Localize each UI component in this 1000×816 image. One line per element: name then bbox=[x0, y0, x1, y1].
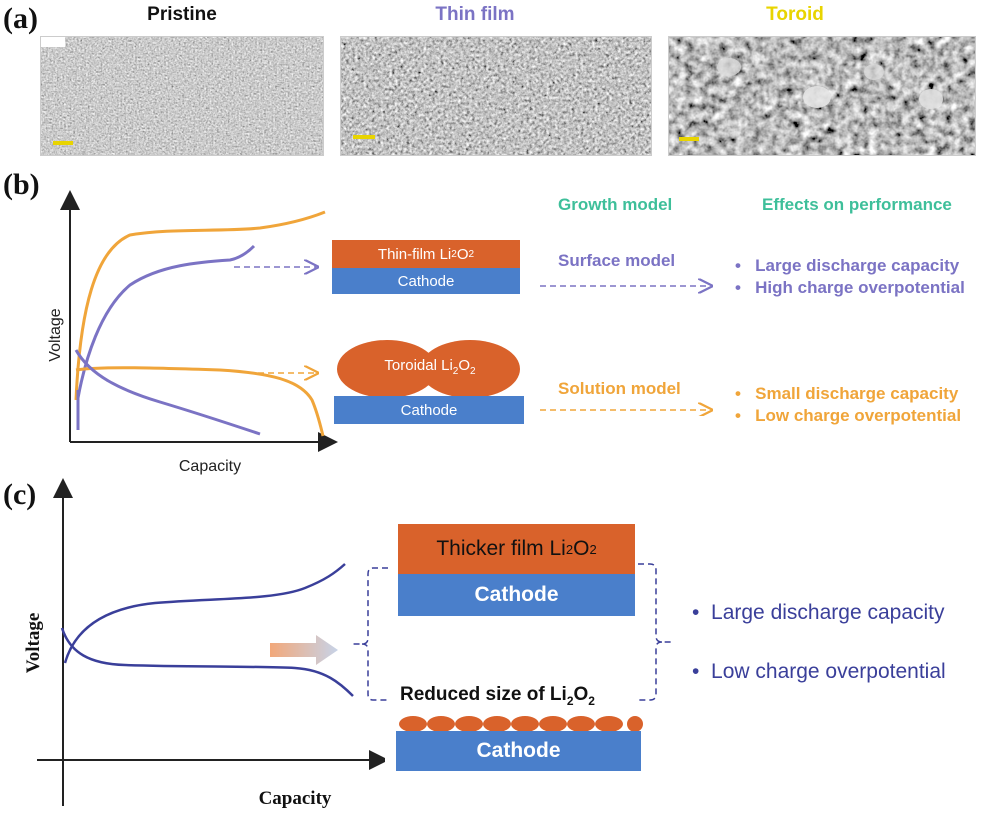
sem-title-pristine: Pristine bbox=[147, 4, 217, 25]
sem-image-toroid bbox=[668, 36, 976, 156]
b-orange-discharge-curve bbox=[75, 366, 325, 437]
b-surface-model: Surface model bbox=[558, 251, 676, 270]
c-charge-curve bbox=[63, 563, 346, 664]
sem-title-thin-film: Thin film bbox=[435, 4, 515, 25]
panel-c-voltage-plot: Voltage Capacity bbox=[23, 478, 385, 809]
c-y-label: Voltage bbox=[23, 613, 44, 674]
b-growth-model-heading: Growth model bbox=[558, 195, 673, 214]
sem-image-pristine bbox=[40, 36, 324, 156]
b-x-label: Capacity bbox=[179, 458, 241, 475]
sem-title-toroid: Toroid bbox=[766, 4, 824, 25]
b-solution-effect-2: • Low charge overpotential bbox=[735, 406, 962, 425]
panel-label-c: (c) bbox=[3, 478, 37, 511]
b-purple-charge-curve bbox=[76, 244, 256, 399]
c-small-particles bbox=[399, 716, 643, 732]
b-purple-discharge-curve bbox=[74, 349, 261, 436]
c-effect-1: • Large discharge capacity bbox=[692, 601, 945, 624]
b-surface-effect-2: • High charge overpotential bbox=[735, 278, 965, 297]
b-model-arrows bbox=[540, 276, 718, 416]
c-discharge-curve bbox=[60, 627, 354, 697]
b-cathode-bottom: Cathode bbox=[334, 396, 524, 424]
b-toroid-shapes bbox=[337, 340, 520, 398]
panel-label-b: (b) bbox=[3, 168, 40, 201]
b-orange-charge-curve bbox=[74, 210, 326, 401]
c-x-label: Capacity bbox=[259, 788, 332, 809]
c-effect-2: • Low charge overpotential bbox=[692, 660, 946, 683]
scale-bar-pristine bbox=[53, 141, 73, 145]
b-solution-model: Solution model bbox=[558, 379, 681, 398]
c-cathode-top: Cathode bbox=[398, 574, 635, 616]
b-y-label: Voltage bbox=[47, 308, 64, 361]
sem-image-thin-film bbox=[340, 36, 652, 156]
c-dashed-bracket bbox=[350, 563, 674, 701]
b-effects-heading: Effects on performance bbox=[762, 195, 952, 214]
scale-bar-toroid bbox=[679, 137, 699, 141]
b-toroidal-label: Toroidal Li2O2 bbox=[384, 357, 476, 377]
c-gradient-arrow bbox=[270, 635, 338, 665]
b-cathode-top: Cathode bbox=[332, 268, 520, 294]
b-dashed-arrows bbox=[234, 255, 328, 385]
c-cathode-bottom: Cathode bbox=[396, 731, 641, 771]
b-solution-effect-1: • Small discharge capacity bbox=[735, 384, 959, 403]
panel-b-voltage-plot: Voltage Capacity bbox=[47, 190, 338, 475]
c-reduced-size-label: Reduced size of Li2O2 bbox=[400, 684, 595, 708]
scale-bar-thin-film bbox=[353, 135, 375, 139]
panel-label-a: (a) bbox=[3, 2, 38, 35]
b-surface-effect-1: • Large discharge capacity bbox=[735, 256, 960, 275]
